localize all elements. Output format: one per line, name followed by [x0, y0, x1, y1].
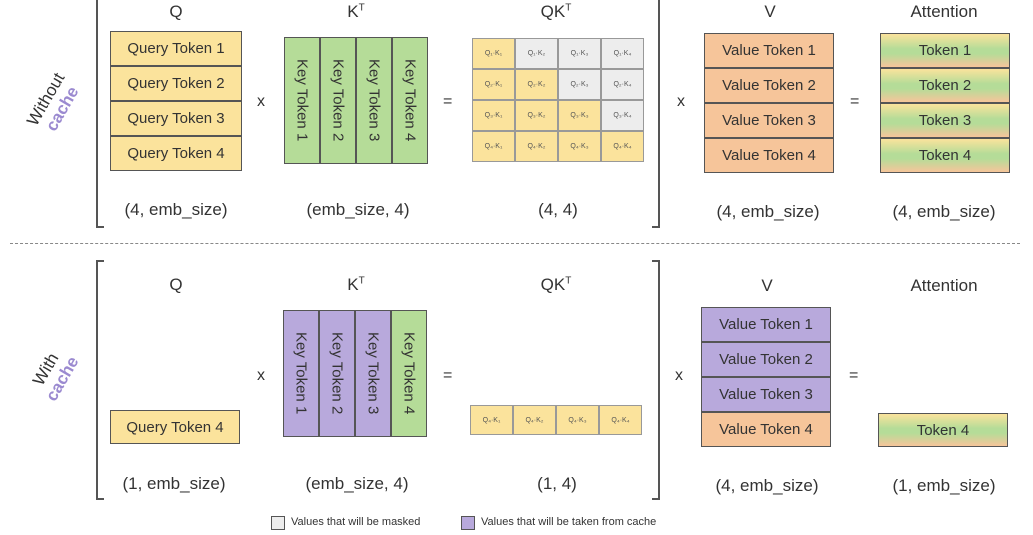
qk-cell: Q₄·K₂ — [513, 405, 556, 435]
right-bracket-bottom — [652, 260, 660, 500]
value-token-cell: Value Token 4 — [701, 412, 831, 447]
qk-cell-masked: Q₃·K₄ — [601, 100, 644, 131]
header-attention: Attention — [910, 276, 978, 295]
left-bracket-top — [96, 0, 104, 228]
qk-cell-masked: Q₂·K₄ — [601, 69, 644, 100]
equals-sign: = — [850, 93, 860, 110]
key-token-cell-cached: Key Token 3 — [355, 310, 391, 437]
value-token-cell: Value Token 4 — [704, 138, 834, 173]
dim-qk: (1, 4) — [537, 474, 577, 493]
legend-label-cache: Values that will be taken from cache — [481, 516, 657, 528]
dim-q: (1, emb_size) — [122, 474, 226, 493]
header-q: Q — [169, 275, 183, 294]
qk-cell-masked: Q₁·K₂ — [515, 38, 558, 69]
equals-sign: = — [849, 367, 859, 384]
multiply-sign: x — [677, 93, 685, 110]
qk-cell: Q₃·K₃ — [558, 100, 601, 131]
header-kt: KT — [347, 2, 365, 21]
query-token-cell: Query Token 4 — [110, 410, 240, 444]
qk-cell: Q₄·K₁ — [472, 131, 515, 162]
value-token-cell: Value Token 1 — [704, 33, 834, 68]
query-token-cell: Query Token 4 — [110, 136, 242, 171]
header-q: Q — [169, 2, 183, 21]
header-v: V — [761, 276, 773, 295]
query-token-cell: Query Token 1 — [110, 31, 242, 66]
key-token-cell: Key Token 4 — [392, 37, 428, 164]
qk-cell-masked: Q₁·K₄ — [601, 38, 644, 69]
attention-token-cell: Token 4 — [878, 413, 1008, 447]
left-bracket-bottom — [96, 260, 104, 500]
qk-cell: Q₂·K₁ — [472, 69, 515, 100]
key-token-cell-cached: Key Token 1 — [283, 310, 319, 437]
dim-qk: (4, 4) — [538, 200, 578, 219]
qk-cell: Q₄·K₂ — [515, 131, 558, 162]
key-token-cell: Key Token 2 — [320, 37, 356, 164]
key-token-cell: Key Token 3 — [356, 37, 392, 164]
qk-cell-masked: Q₁·K₃ — [558, 38, 601, 69]
header-attention: Attention — [910, 2, 978, 21]
qk-cell: Q₄·K₄ — [601, 131, 644, 162]
dim-k: (emb_size, 4) — [305, 474, 409, 493]
section-label-without-cache: Without cache — [18, 60, 91, 148]
attention-token-cell: Token 2 — [880, 68, 1010, 103]
attention-token-cell: Token 1 — [880, 33, 1010, 68]
legend-label-masked: Values that will be masked — [291, 516, 421, 528]
qk-cell: Q₄·K₄ — [599, 405, 642, 435]
equals-sign: = — [443, 93, 453, 110]
header-qkt: QKT — [540, 275, 572, 294]
section-label-with-cache: With cache — [18, 330, 91, 418]
qk-cell-masked: Q₂·K₃ — [558, 69, 601, 100]
legend-swatch-cache — [461, 516, 475, 530]
dim-k: (emb_size, 4) — [306, 200, 410, 219]
header-kt: KT — [347, 275, 365, 294]
value-token-cell: Value Token 3 — [704, 103, 834, 138]
attention-token-cell: Token 4 — [880, 138, 1010, 173]
value-token-cell-cached: Value Token 3 — [701, 377, 831, 412]
key-token-cell: Key Token 4 — [391, 310, 427, 437]
dim-att: (4, emb_size) — [892, 202, 996, 221]
multiply-sign: x — [257, 367, 265, 384]
equals-sign: = — [443, 367, 453, 384]
query-token-cell: Query Token 3 — [110, 101, 242, 136]
multiply-sign: x — [675, 367, 683, 384]
right-bracket-top — [652, 0, 660, 228]
dim-att: (1, emb_size) — [892, 476, 996, 495]
key-token-cell-cached: Key Token 2 — [319, 310, 355, 437]
value-token-cell-cached: Value Token 1 — [701, 307, 831, 342]
qk-cell: Q₁·K₁ — [472, 38, 515, 69]
key-token-cell: Key Token 1 — [284, 37, 320, 164]
query-token-cell: Query Token 2 — [110, 66, 242, 101]
qk-cell: Q₃·K₂ — [515, 100, 558, 131]
qk-cell: Q₄·K₁ — [470, 405, 513, 435]
attention-token-cell: Token 3 — [880, 103, 1010, 138]
multiply-sign: x — [257, 93, 265, 110]
qk-cell: Q₂·K₂ — [515, 69, 558, 100]
header-qkt: QKT — [540, 2, 572, 21]
dim-v: (4, emb_size) — [716, 202, 820, 221]
value-token-cell-cached: Value Token 2 — [701, 342, 831, 377]
qk-cell: Q₃·K₁ — [472, 100, 515, 131]
section-divider — [10, 243, 1020, 244]
qk-cell: Q₄·K₃ — [558, 131, 601, 162]
legend-swatch-masked — [271, 516, 285, 530]
dim-v: (4, emb_size) — [715, 476, 819, 495]
value-token-cell: Value Token 2 — [704, 68, 834, 103]
dim-q: (4, emb_size) — [124, 200, 228, 219]
header-v: V — [764, 2, 776, 21]
qk-cell: Q₄·K₃ — [556, 405, 599, 435]
